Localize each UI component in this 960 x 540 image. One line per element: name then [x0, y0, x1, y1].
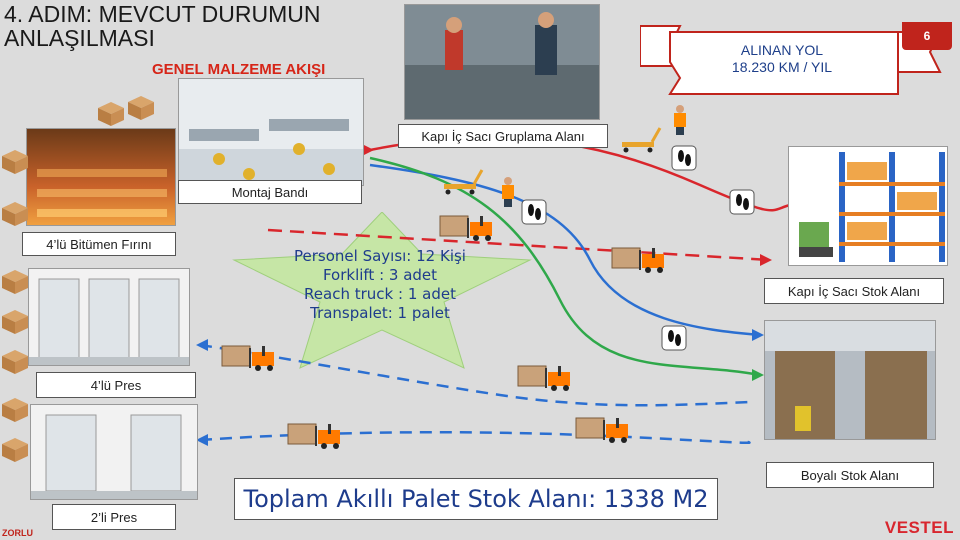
- label-press4: 4’lü Pres: [36, 372, 196, 398]
- page-title-line1: 4. ADIM: MEVCUT DURUMUN: [4, 1, 321, 27]
- flow-blue-solid: [369, 163, 761, 337]
- distance-banner-text: ALINAN YOL 18.230 KM / YIL: [672, 42, 892, 76]
- summary-transpalet: Transpalet: 1 palet: [310, 304, 450, 322]
- worker-icon: [502, 177, 514, 207]
- summary-text: Personel Sayısı: 12 Kişi Forklift : 3 ad…: [280, 247, 480, 323]
- press2-photo: [30, 404, 198, 500]
- worker-icon: [674, 105, 686, 135]
- banner-line2: 18.230 KM / YIL: [731, 59, 833, 75]
- grouping-area-photo: [404, 4, 600, 120]
- label-bitumen-oven: 4’lü Bitümen Fırını: [22, 232, 176, 256]
- label-stock-area: Kapı İç Sacı Stok Alanı: [764, 278, 944, 304]
- label-assembly-line: Montaj Bandı: [178, 180, 362, 204]
- page-subtitle: GENEL MALZEME AKIŞI: [152, 61, 326, 78]
- flow-blue-dashed-1: [199, 343, 751, 407]
- vestel-logo: VESTEL: [884, 518, 954, 537]
- assembly-line-photo: [178, 78, 364, 186]
- footprints-icon: [729, 189, 755, 215]
- total-stock-area: Toplam Akıllı Palet Stok Alanı: 1338 M2: [234, 478, 718, 520]
- footprints-icon: [661, 325, 687, 351]
- summary-personel: Personel Sayısı: 12 Kişi: [294, 247, 466, 265]
- pallet-jack-icon: [620, 126, 662, 154]
- summary-star: [232, 212, 532, 369]
- summary-forklift: Forklift : 3 adet: [322, 266, 438, 284]
- pallet-jack-icon: [442, 168, 484, 196]
- page-number-badge: 6: [902, 22, 952, 50]
- label-grouping-area: Kapı İç Sacı Gruplama Alanı: [398, 124, 608, 148]
- oven-photo: [26, 128, 176, 226]
- banner-line1: ALINAN YOL: [740, 42, 824, 58]
- label-painted-stock: Boyalı Stok Alanı: [766, 462, 934, 488]
- label-press2: 2’li Pres: [52, 504, 176, 530]
- zorlu-logo: ZORLU: [2, 528, 33, 538]
- flow-red-dashed: [267, 228, 771, 262]
- painted-stock-photo: [764, 320, 936, 440]
- summary-reach: Reach truck : 1 adet: [304, 285, 456, 303]
- press4-photo: [28, 268, 190, 366]
- footprints-icon: [521, 199, 547, 225]
- page-title-line2: ANLAŞILMASI: [4, 25, 155, 51]
- page-title: 4. ADIM: MEVCUT DURUMUN ANLAŞILMASI: [4, 2, 321, 50]
- shelf-stock-photo: [788, 146, 948, 266]
- footprints-icon: [671, 145, 697, 171]
